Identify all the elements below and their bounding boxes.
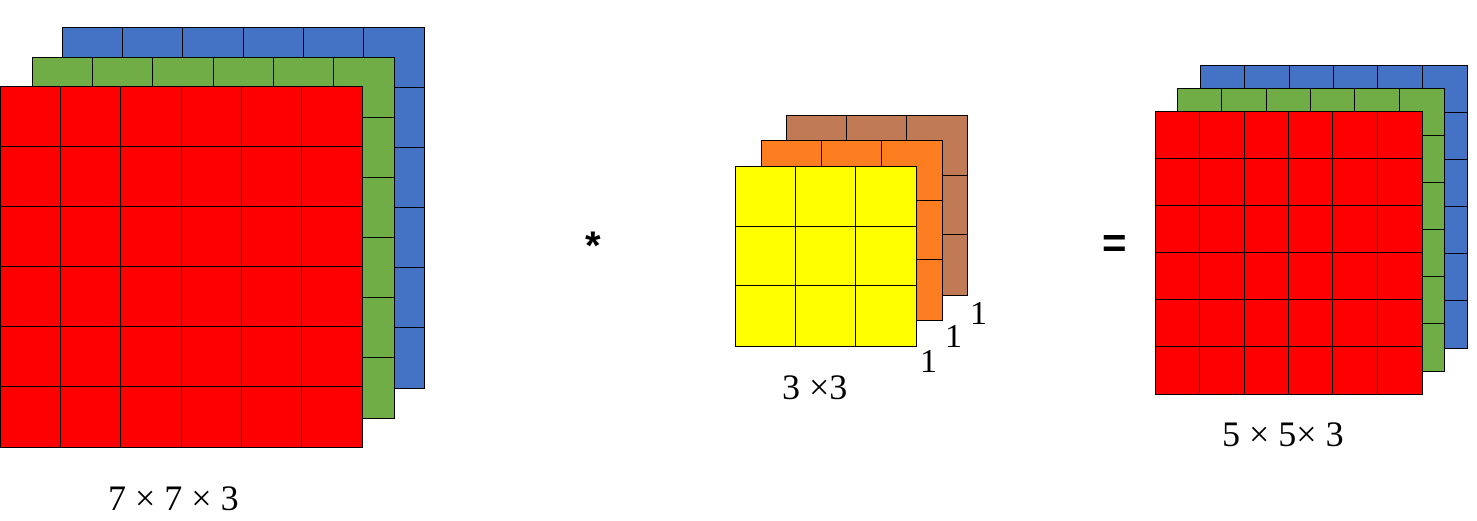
kernel-dimension-label: 3 ×3 (782, 367, 848, 407)
kernel-depth-label-front: 1 (920, 343, 937, 380)
grid-cell (333, 178, 394, 238)
grid-cell (301, 87, 362, 147)
grid-cell (856, 286, 916, 346)
grid-cell (1333, 159, 1378, 206)
grid-cell (1, 87, 62, 147)
grid-cell (181, 267, 242, 327)
grid-cell (1, 387, 62, 447)
kernel-depth-label-back: 1 (970, 295, 987, 332)
grid-cell (1156, 206, 1201, 253)
grid-cell (1377, 112, 1422, 159)
grid-cell (1333, 253, 1378, 300)
grid-cell (242, 387, 302, 447)
grid-cell (736, 167, 796, 227)
grid-cell (302, 387, 362, 447)
grid-cell (1200, 112, 1245, 159)
grid-cell (1244, 300, 1289, 347)
grid-cell (1377, 300, 1422, 347)
grid-cell (1245, 347, 1289, 394)
grid-cell (1378, 347, 1422, 394)
grid-cell (796, 226, 856, 287)
grid-cell (1333, 112, 1378, 159)
grid-cell (1, 267, 62, 327)
grid-cell (1289, 347, 1334, 394)
grid-cell (796, 167, 856, 227)
grid-cell (1288, 300, 1334, 347)
grid-cell (1333, 300, 1378, 347)
grid-cell (1288, 206, 1334, 253)
grid-cell (1, 147, 62, 207)
grid-cell (1200, 347, 1245, 394)
grid-cell (241, 87, 302, 147)
grid-cell (1156, 159, 1201, 206)
grid-cell (333, 298, 394, 358)
grid-cell (121, 87, 182, 147)
grid-cell (241, 267, 302, 327)
grid-cell (1288, 112, 1334, 159)
grid-cell (1244, 253, 1289, 300)
grid-cell (1156, 253, 1201, 300)
grid-cell (61, 327, 122, 387)
grid-cell (1, 207, 62, 267)
grid-cell (333, 58, 394, 118)
grid-cell (1288, 159, 1334, 206)
output-dimension-label: 5 × 5× 3 (1222, 414, 1344, 454)
kernel-yellow-channel (735, 166, 917, 347)
grid-cell (1377, 206, 1422, 253)
grid-cell (241, 207, 302, 267)
grid-cell (181, 87, 242, 147)
grid-cell (61, 207, 122, 267)
grid-cell (1, 327, 62, 387)
grid-cell (856, 227, 916, 287)
input-dimension-label: 7 × 7 × 3 (108, 478, 239, 518)
grid-cell (241, 327, 302, 387)
grid-cell (121, 267, 182, 327)
grid-cell (1244, 206, 1289, 253)
grid-cell (121, 327, 182, 387)
grid-cell (736, 286, 796, 346)
grid-cell (736, 226, 796, 287)
grid-cell (61, 387, 122, 447)
grid-cell (1200, 206, 1245, 253)
grid-cell (1244, 112, 1289, 159)
grid-cell (121, 147, 182, 207)
grid-cell (1288, 253, 1334, 300)
grid-cell (181, 147, 242, 207)
equals-operator: = (1102, 219, 1127, 266)
grid-cell (333, 118, 394, 178)
grid-cell (181, 327, 242, 387)
grid-cell (61, 87, 122, 147)
grid-cell (1200, 300, 1245, 347)
grid-cell (1377, 159, 1422, 206)
grid-cell (1200, 253, 1245, 300)
grid-cell (182, 387, 242, 447)
grid-cell (61, 147, 122, 207)
grid-cell (301, 147, 362, 207)
convolve-operator: * (585, 224, 601, 268)
grid-cell (1333, 206, 1378, 253)
grid-cell (1333, 347, 1378, 394)
grid-cell (301, 267, 362, 327)
grid-cell (121, 207, 182, 267)
grid-cell (856, 167, 916, 227)
grid-cell (1156, 300, 1201, 347)
grid-cell (1156, 112, 1201, 159)
grid-cell (241, 147, 302, 207)
grid-cell (796, 286, 856, 346)
grid-cell (1377, 253, 1422, 300)
kernel-depth-label-middle: 1 (945, 318, 962, 355)
grid-cell (121, 387, 182, 447)
grid-cell (301, 327, 362, 387)
grid-cell (1156, 347, 1201, 394)
grid-cell (301, 207, 362, 267)
grid-cell (333, 238, 394, 298)
grid-cell (1200, 159, 1245, 206)
input-red-channel (0, 86, 363, 448)
output-red-channel (1155, 111, 1423, 395)
grid-cell (61, 267, 122, 327)
grid-cell (181, 207, 242, 267)
grid-cell (1244, 159, 1289, 206)
